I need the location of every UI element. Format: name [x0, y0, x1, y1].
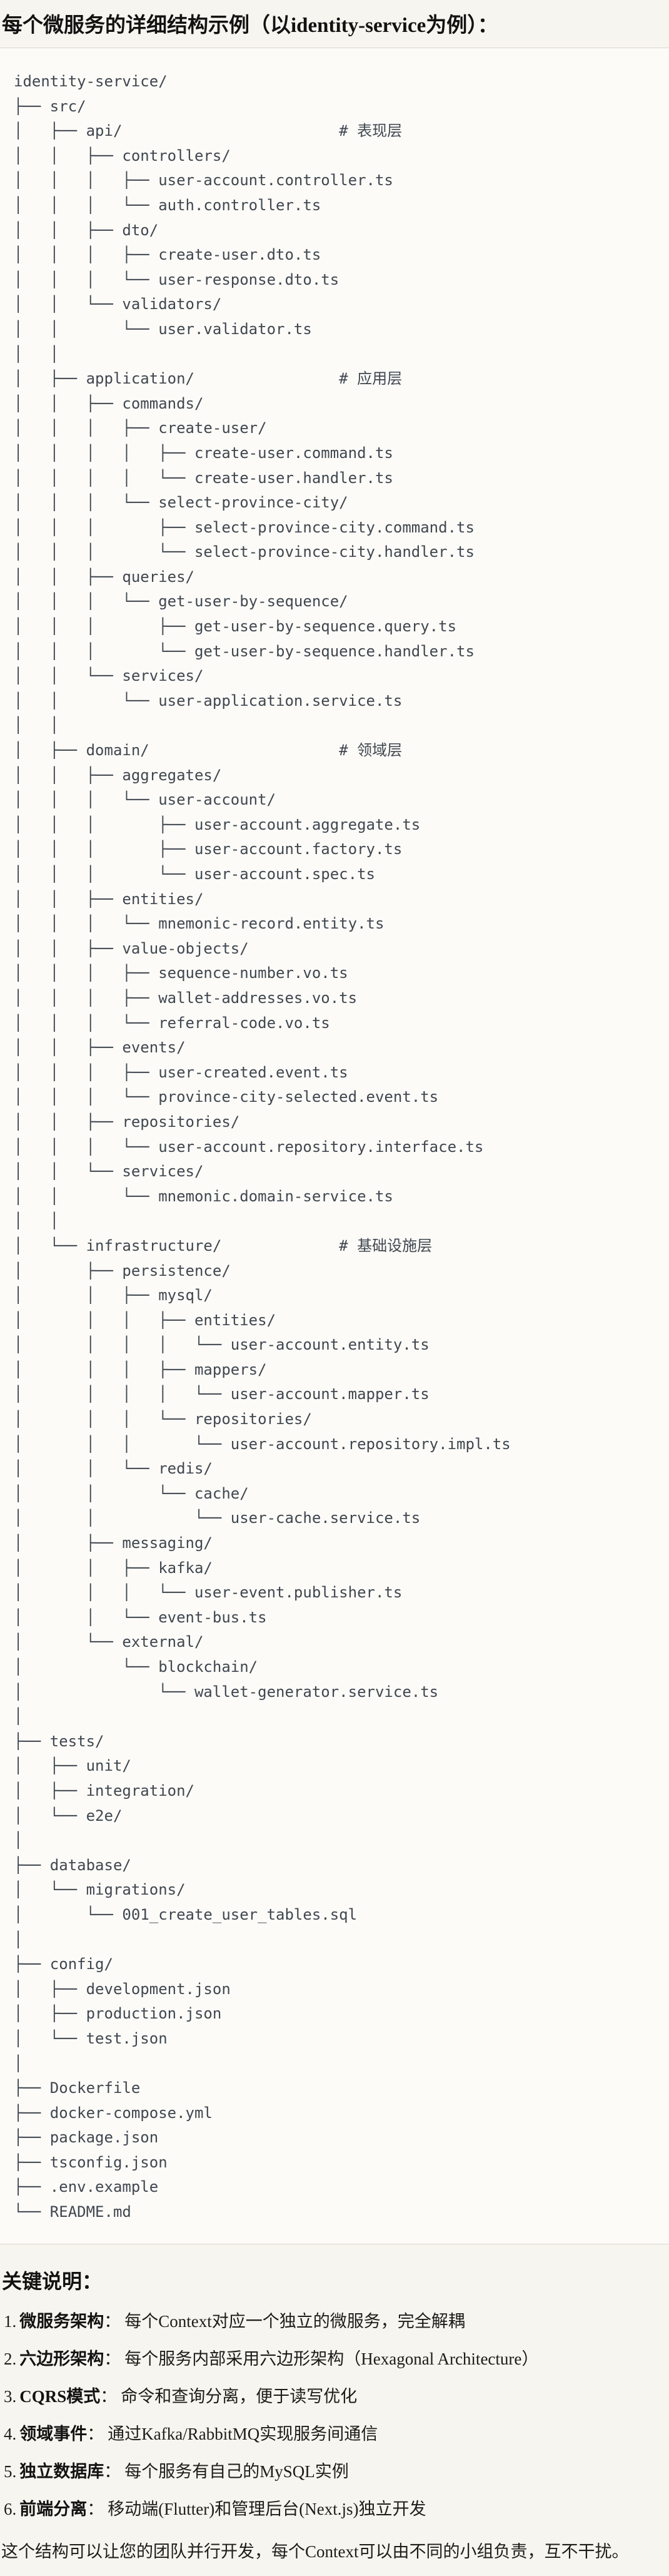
note-label: CQRS模式 [19, 2386, 101, 2406]
note-item-microservice: 1.微服务架构：每个Context对应一个独立的微服务，完全解耦 [4, 2311, 669, 2333]
note-text: 移动端(Flutter)和管理后台(Next.js)独立开发 [108, 2499, 426, 2518]
note-text: 命令和查询分离，便于读写优化 [121, 2386, 358, 2406]
note-number: 4. [4, 2424, 17, 2443]
note-colon: ： [104, 2461, 121, 2481]
note-number: 6. [4, 2499, 17, 2518]
closing-paragraph: 这个结构可以让您的团队并行开发，每个Context可以由不同的小组负责，互不干扰… [1, 2542, 629, 2561]
note-item-domain-events: 4.领域事件：通过Kafka/RabbitMQ实现服务间通信 [4, 2423, 669, 2445]
note-label: 前端分离 [19, 2499, 88, 2518]
note-text: 每个服务有自己的MySQL实例 [124, 2461, 349, 2481]
note-label: 六边形架构 [19, 2349, 104, 2368]
note-label: 微服务架构 [19, 2311, 104, 2331]
directory-tree-text: identity-service/ ├── src/ │ ├── api/ # … [14, 73, 511, 2221]
note-number: 5. [4, 2461, 17, 2481]
tree-code-block: identity-service/ ├── src/ │ ├── api/ # … [0, 48, 669, 2244]
notes-list: 1.微服务架构：每个Context对应一个独立的微服务，完全解耦 2.六边形架构… [0, 2311, 669, 2520]
notes-heading: 关键说明： [2, 2269, 103, 2293]
note-text: 每个Context对应一个独立的微服务，完全解耦 [124, 2311, 465, 2331]
page-title: 每个微服务的详细结构示例（以identity-service为例）： [2, 14, 498, 37]
note-item-frontend-split: 6.前端分离：移动端(Flutter)和管理后台(Next.js)独立开发 [4, 2498, 669, 2520]
note-colon: ： [104, 2349, 121, 2368]
note-colon: ： [100, 2386, 118, 2406]
note-label: 领域事件 [19, 2424, 88, 2443]
note-item-independent-db: 5.独立数据库：每个服务有自己的MySQL实例 [4, 2461, 669, 2483]
note-item-cqrs: 3.CQRS模式：命令和查询分离，便于读写优化 [4, 2386, 669, 2408]
note-number: 3. [4, 2386, 17, 2406]
note-text: 每个服务内部采用六边形架构（Hexagonal Architecture） [124, 2349, 539, 2368]
note-number: 2. [4, 2349, 17, 2368]
note-item-hexagonal: 2.六边形架构：每个服务内部采用六边形架构（Hexagonal Architec… [4, 2348, 669, 2370]
note-colon: ： [104, 2311, 121, 2331]
note-colon: ： [87, 2424, 104, 2443]
note-text: 通过Kafka/RabbitMQ实现服务间通信 [108, 2424, 378, 2443]
note-colon: ： [87, 2499, 104, 2518]
note-label: 独立数据库 [19, 2461, 104, 2481]
note-number: 1. [4, 2311, 17, 2331]
